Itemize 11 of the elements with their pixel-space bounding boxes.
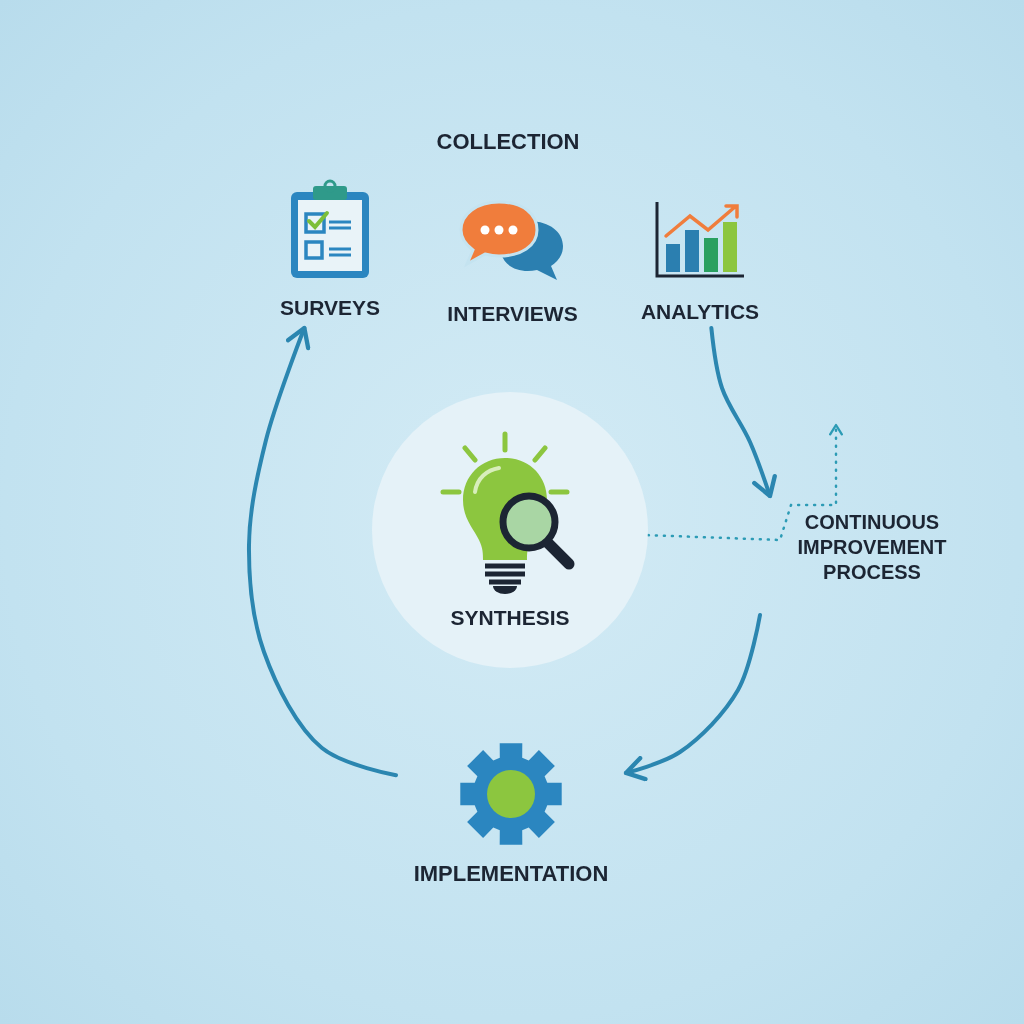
process-label: CONTINUOUS IMPROVEMENT PROCESS (796, 510, 948, 585)
curved-arrow (247, 325, 398, 778)
dotted-arrow (646, 423, 843, 542)
step-label: INTERVIEWS (447, 302, 578, 326)
step-label: IMPLEMENTATION (413, 862, 609, 887)
curved-arrow (623, 613, 762, 782)
step-label: ANALYTICS (640, 300, 760, 324)
section-heading: COLLECTION (435, 128, 581, 156)
step-label: SURVEYS (280, 296, 380, 320)
curved-arrow (709, 326, 777, 499)
step-label: SYNTHESIS (450, 606, 570, 630)
